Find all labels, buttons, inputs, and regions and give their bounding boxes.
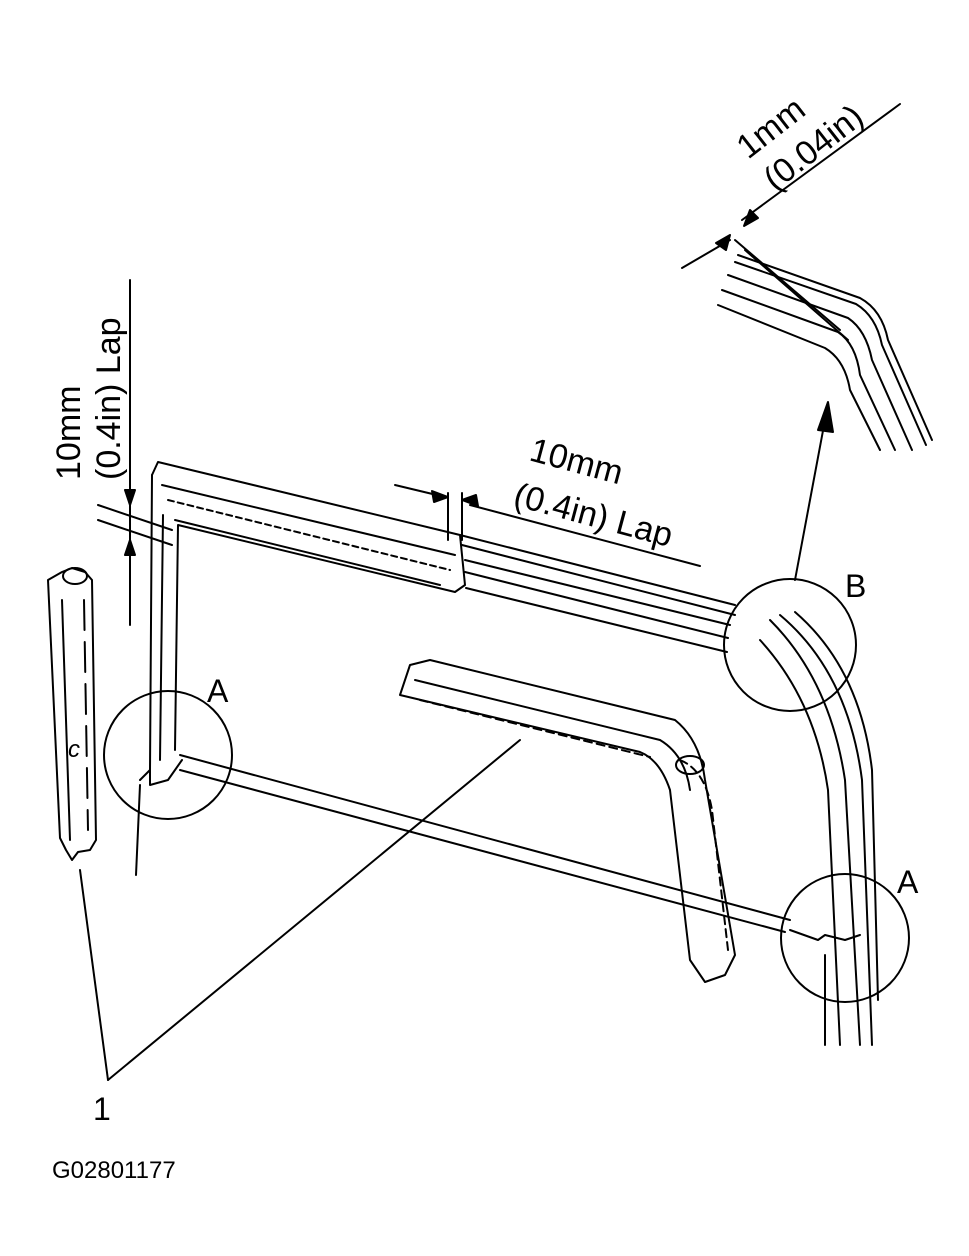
callout-a-right-label: A — [897, 864, 919, 900]
figure-code: G02801177 — [52, 1157, 176, 1184]
door-frame-weatherstrip — [135, 461, 791, 933]
callout-c-label: c — [68, 736, 80, 763]
part-1-label: 1 — [93, 1091, 111, 1127]
corner-detail — [681, 103, 933, 451]
loose-seal-strip-left — [47, 567, 97, 861]
part-1-leaders — [79, 739, 521, 1081]
left-lap-label-line2: (0.4in) Lap — [90, 317, 128, 480]
top-lap-dimension — [394, 484, 701, 567]
loose-seal-strip-middle — [399, 659, 736, 983]
callout-b-label: B — [845, 568, 866, 604]
callout-a-left-label: A — [207, 673, 229, 709]
left-lap-dimension — [97, 279, 173, 626]
callout-circle-b — [723, 578, 857, 712]
callout-circle-a-left — [103, 690, 233, 820]
left-lap-label-line1: 10mm — [50, 386, 88, 480]
detail-arrow — [794, 401, 834, 581]
top-lap-label-line2: (0.4in) Lap — [510, 476, 677, 555]
callout-circle-a-right — [780, 873, 910, 1003]
rear-curved-weatherstrip — [759, 611, 879, 1046]
